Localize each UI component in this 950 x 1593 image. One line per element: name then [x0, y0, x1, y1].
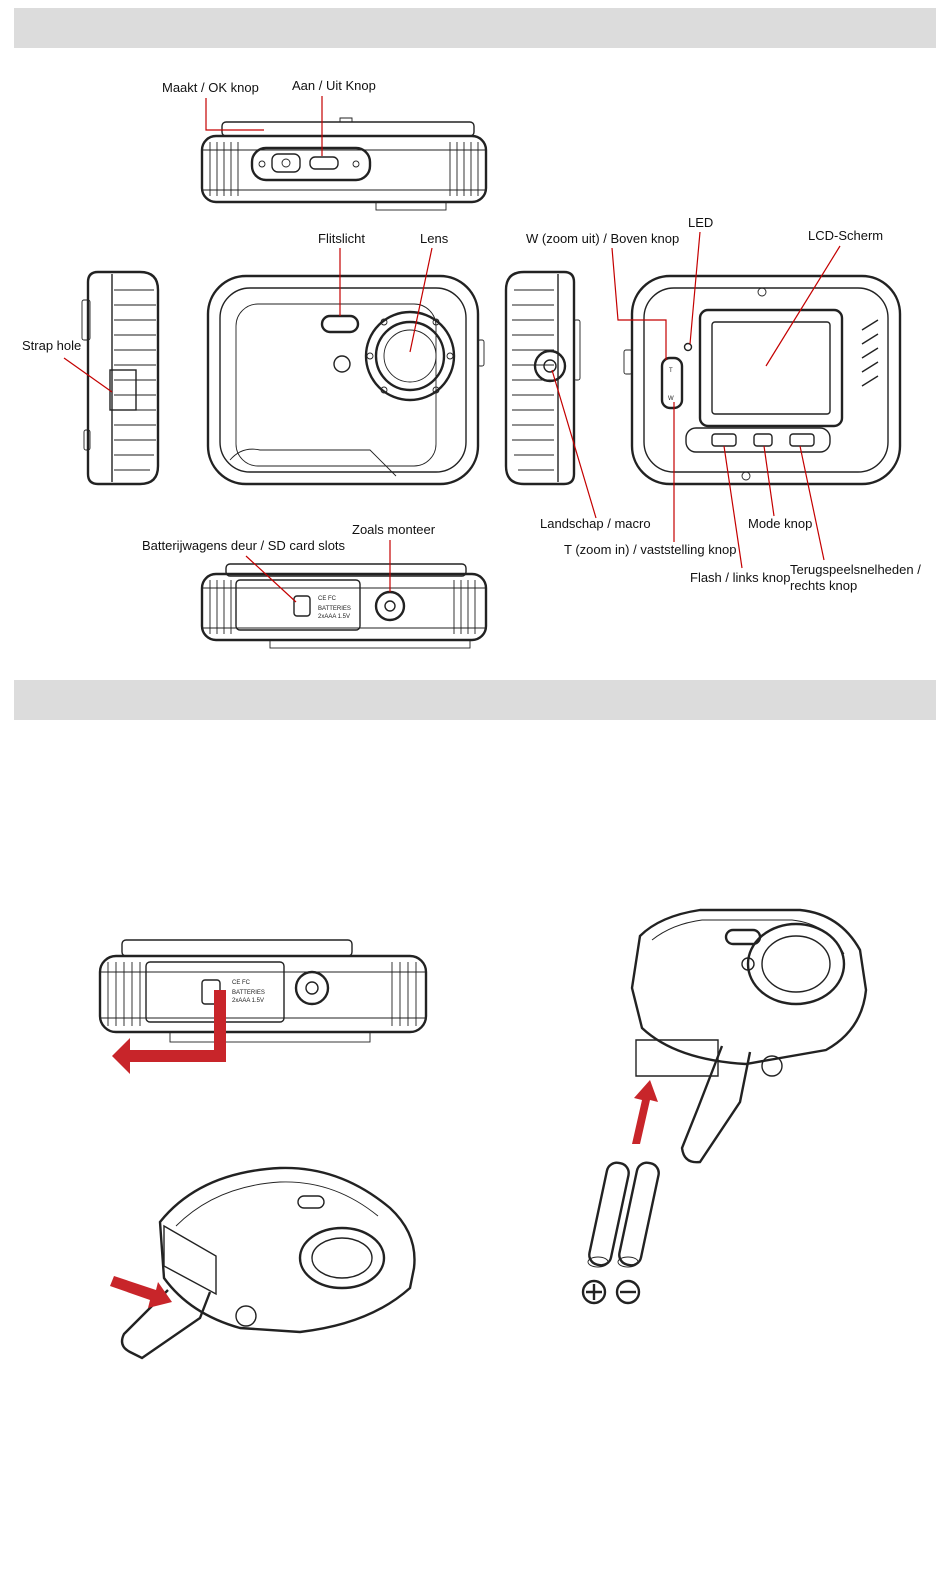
- camera-side-view-left: [81, 270, 160, 486]
- label-make-ok: Maakt / OK knop: [162, 80, 259, 95]
- ce-fc-marking: CE FC: [318, 596, 337, 602]
- battery-step-open-door: [110, 1166, 416, 1360]
- section-header-bar-2: [14, 680, 936, 720]
- label-playback-2: rechts knop: [790, 578, 857, 593]
- label-flash-left: Flash / links knop: [690, 570, 790, 585]
- label-zoom-in: T (zoom in) / vaststelling knop: [564, 542, 736, 557]
- label-battery-door: Batterijwagens deur / SD card slots: [142, 538, 346, 553]
- zoom-w-marking: W: [668, 396, 674, 402]
- ce-fc-marking-2: CE FC: [232, 980, 251, 986]
- camera-side-view-right: [504, 270, 581, 486]
- batteries-marking-2: BATTERIES: [232, 990, 265, 996]
- camera-front-view: [206, 274, 485, 486]
- door-arrow: [110, 1276, 172, 1308]
- plus-circle-icon: [581, 1279, 607, 1305]
- label-lcd: LCD-Scherm: [808, 228, 883, 243]
- aaa-batteries: [587, 1161, 660, 1268]
- label-mode: Mode knop: [748, 516, 812, 531]
- label-playback-1: Terugspeelsnelheden /: [790, 562, 921, 577]
- camera-back-view: T W: [623, 274, 902, 486]
- label-tripod: Zoals monteer: [352, 522, 436, 537]
- battery-spec-marking: 2xAAA 1.5V: [318, 614, 350, 620]
- label-flash-light: Flitslicht: [318, 231, 365, 246]
- label-lens: Lens: [420, 231, 449, 246]
- batteries-marking: BATTERIES: [318, 606, 351, 612]
- battery-step-insert: [581, 908, 868, 1305]
- slide-arrow: [112, 990, 226, 1074]
- insert-arrow: [632, 1080, 658, 1144]
- minus-circle-icon: [615, 1279, 641, 1305]
- camera-top-view: [200, 117, 488, 211]
- camera-bottom-view: CE FC BATTERIES 2xAAA 1.5V: [200, 563, 488, 649]
- battery-spec-marking-2: 2xAAA 1.5V: [232, 998, 264, 1004]
- label-led: LED: [688, 215, 713, 230]
- zoom-t-marking: T: [669, 368, 673, 374]
- label-power: Aan / Uit Knop: [292, 78, 376, 93]
- label-landscape-macro: Landschap / macro: [540, 516, 651, 531]
- battery-step-open-latch: CE FC BATTERIES 2xAAA 1.5V: [98, 939, 428, 1074]
- section-header-bar-1: [14, 8, 936, 48]
- label-zoom-out: W (zoom uit) / Boven knop: [526, 231, 679, 246]
- label-strap-hole: Strap hole: [22, 338, 81, 353]
